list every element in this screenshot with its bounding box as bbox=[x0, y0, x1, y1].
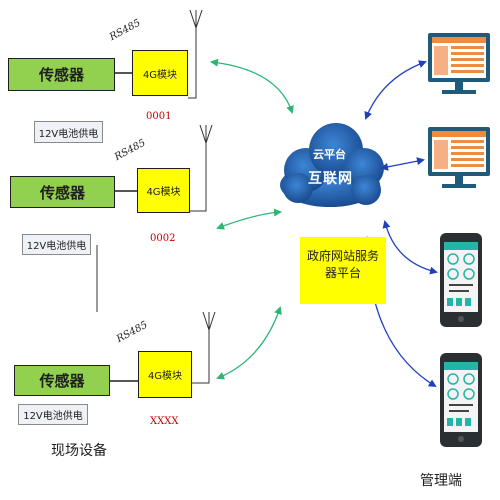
module-cloud-links bbox=[210, 58, 294, 380]
unit-id-label: 0002 bbox=[150, 233, 176, 244]
internet-label: 互联网 bbox=[308, 171, 353, 187]
cloud-icon bbox=[280, 123, 384, 207]
4g-module-box: 4G模块 bbox=[138, 351, 192, 398]
unit-id-label: 0001 bbox=[146, 111, 172, 122]
sensor-box: 传感器 bbox=[14, 365, 110, 396]
antenna-icon bbox=[190, 124, 213, 212]
field-equipment-label: 现场设备 bbox=[51, 443, 107, 459]
sensor-module-links bbox=[110, 72, 138, 382]
4g-module-box: 4G模块 bbox=[132, 50, 188, 96]
sensor-box: 传感器 bbox=[10, 176, 115, 208]
cloud-terminal-links bbox=[363, 60, 438, 388]
battery-box: 12V电池供电 bbox=[22, 234, 91, 255]
gov-server-platform-box: 政府网站服务 器平台 bbox=[300, 237, 386, 304]
smartphone-icon bbox=[440, 233, 482, 327]
server-label-line2: 器平台 bbox=[324, 266, 361, 280]
4g-module-box: 4G模块 bbox=[137, 168, 190, 213]
sensor-box: 传感器 bbox=[8, 58, 115, 91]
monitor-icon bbox=[428, 127, 490, 188]
battery-box: 12V电池供电 bbox=[34, 121, 103, 143]
cloud-platform-label: 云平台 bbox=[313, 148, 346, 161]
management-label: 管理端 bbox=[420, 473, 462, 489]
server-label-line1: 政府网站服务 bbox=[306, 249, 379, 263]
unit-id-label: XXXX bbox=[150, 416, 179, 427]
battery-box: 12V电池供电 bbox=[18, 404, 88, 425]
monitor-icon bbox=[428, 33, 490, 94]
antenna-icon bbox=[188, 9, 203, 99]
smartphone-icon bbox=[440, 353, 482, 447]
antenna-icon bbox=[192, 311, 216, 384]
